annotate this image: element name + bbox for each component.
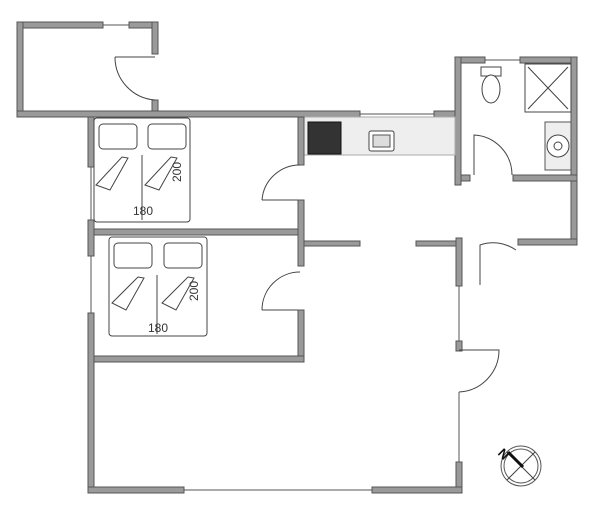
wall — [297, 199, 305, 267]
wall — [371, 486, 463, 494]
door — [458, 349, 500, 393]
shed — [16, 21, 159, 118]
pillow-icon — [147, 123, 187, 150]
washbasin-icon — [544, 121, 572, 171]
pillow-icon — [98, 123, 138, 150]
wall — [455, 340, 463, 352]
wall — [297, 309, 305, 363]
shower-icon — [524, 63, 572, 113]
wall — [455, 237, 463, 287]
stove-icon — [307, 121, 342, 155]
door — [114, 56, 156, 101]
bed-width-label: 180 — [148, 321, 168, 335]
wall — [87, 486, 185, 494]
wall — [297, 116, 305, 166]
bed-double-1: 180 200 — [93, 117, 191, 223]
wall — [87, 116, 95, 168]
wall — [415, 240, 461, 247]
wall — [93, 355, 305, 363]
bed-length-label: 200 — [187, 281, 201, 301]
compass-icon: N — [495, 445, 542, 487]
door — [479, 242, 517, 285]
north-label: N — [495, 445, 512, 462]
wall — [16, 110, 361, 118]
door — [261, 164, 301, 201]
pillow-icon — [163, 242, 203, 269]
bed-width-label: 180 — [133, 204, 153, 218]
door — [473, 134, 513, 176]
wall — [303, 240, 361, 247]
bed-length-label: 200 — [170, 162, 184, 182]
toilet-icon — [480, 66, 502, 104]
pillow-icon — [113, 242, 153, 269]
kitchen-counter — [303, 116, 456, 156]
bathroom — [454, 56, 578, 246]
bed-double-2: 180 200 — [108, 236, 208, 337]
wall — [87, 219, 95, 257]
door — [261, 271, 301, 311]
wall — [87, 312, 95, 494]
wall — [517, 238, 578, 246]
wall — [93, 228, 299, 236]
